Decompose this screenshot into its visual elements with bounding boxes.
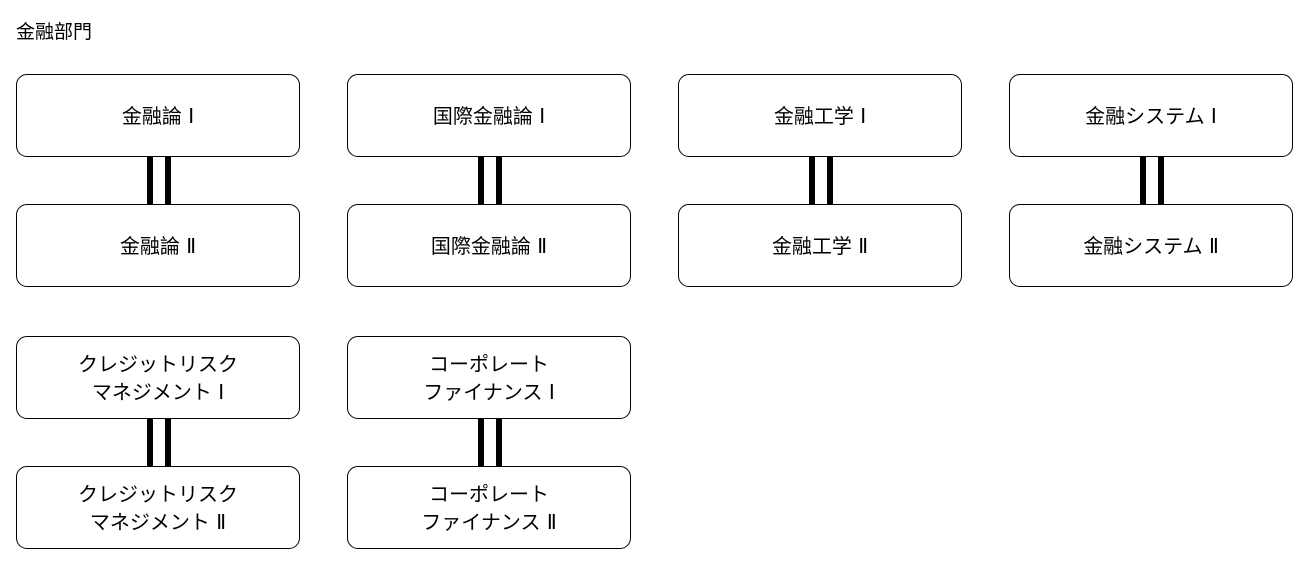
course-box-0-part-2-label: 金融論 Ⅱ	[119, 233, 197, 258]
connector-line	[478, 157, 484, 204]
connector-line	[478, 419, 484, 466]
connector-line	[496, 157, 502, 204]
connector-line	[147, 419, 153, 466]
connector-line	[496, 419, 502, 466]
course-box-0-part-1-label: 金融論 Ⅰ	[121, 103, 195, 128]
course-box-2-part-2-label: 金融工学 Ⅱ	[771, 233, 869, 258]
connector-line	[165, 157, 171, 204]
connector-line	[1158, 157, 1164, 204]
course-box-1-part-1: 国際金融論 Ⅰ	[347, 74, 631, 157]
course-box-2-part-2: 金融工学 Ⅱ	[678, 204, 962, 287]
course-box-4-part-2-label: クレジットリスク マネジメント Ⅱ	[78, 481, 238, 534]
connector-line	[827, 157, 833, 204]
course-box-3-part-1: 金融システム Ⅰ	[1009, 74, 1293, 157]
course-box-1-part-2: 国際金融論 Ⅱ	[347, 204, 631, 287]
course-box-5-part-2-label: コーポレート ファイナンス Ⅱ	[421, 481, 557, 534]
section-title: 金融部門	[16, 21, 93, 43]
course-box-2-part-1-label: 金融工学 Ⅰ	[773, 103, 867, 128]
course-box-0-part-1: 金融論 Ⅰ	[16, 74, 300, 157]
course-box-3-part-1-label: 金融システム Ⅰ	[1085, 103, 1217, 128]
course-box-1-part-1-label: 国際金融論 Ⅰ	[432, 103, 546, 128]
course-box-4-part-1: クレジットリスク マネジメント Ⅰ	[16, 336, 300, 419]
course-box-2-part-1: 金融工学 Ⅰ	[678, 74, 962, 157]
course-box-5-part-1-label: コーポレート ファイナンス Ⅰ	[423, 351, 555, 404]
course-box-3-part-2: 金融システム Ⅱ	[1009, 204, 1293, 287]
course-box-5-part-1: コーポレート ファイナンス Ⅰ	[347, 336, 631, 419]
course-box-4-part-2: クレジットリスク マネジメント Ⅱ	[16, 466, 300, 549]
course-box-1-part-2-label: 国際金融論 Ⅱ	[430, 233, 548, 258]
course-box-3-part-2-label: 金融システム Ⅱ	[1083, 233, 1219, 258]
course-box-0-part-2: 金融論 Ⅱ	[16, 204, 300, 287]
course-box-4-part-1-label: クレジットリスク マネジメント Ⅰ	[78, 351, 238, 404]
connector-line	[147, 157, 153, 204]
connector-line	[809, 157, 815, 204]
connector-line	[1140, 157, 1146, 204]
connector-line	[165, 419, 171, 466]
course-box-5-part-2: コーポレート ファイナンス Ⅱ	[347, 466, 631, 549]
